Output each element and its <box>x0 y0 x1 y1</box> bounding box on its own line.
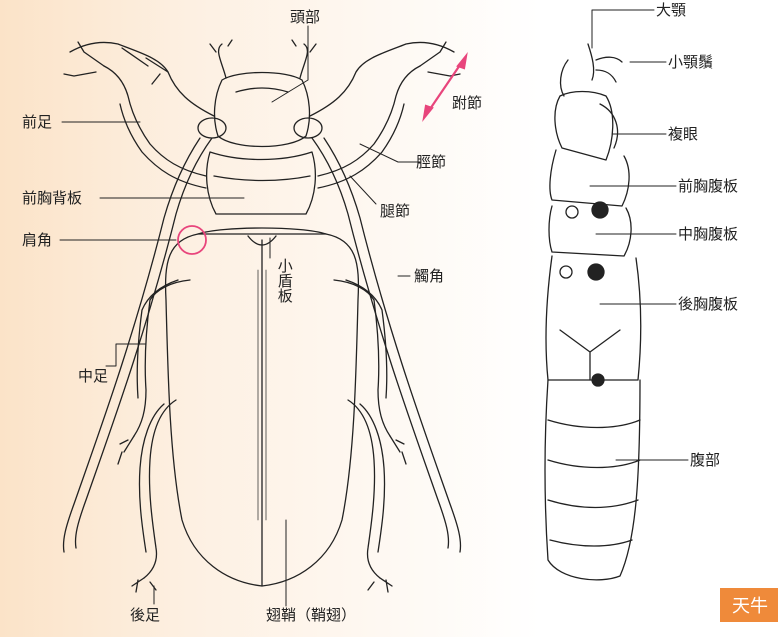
label-tibia: 脛節 <box>416 155 446 170</box>
label-mesosternum: 中胸腹板 <box>678 227 738 242</box>
label-metasternum: 後胸腹板 <box>678 297 738 312</box>
label-hindleg: 後足 <box>130 608 160 623</box>
title-badge: 天牛 <box>720 588 778 622</box>
label-abdomen: 腹部 <box>690 453 720 468</box>
label-head: 頭部 <box>290 10 320 25</box>
label-mandible: 大顎 <box>656 3 686 18</box>
dorsal-leader-lines <box>60 26 420 606</box>
label-shoulder-angle: 肩角 <box>22 233 52 248</box>
label-femur: 腿節 <box>380 204 410 219</box>
label-midleg: 中足 <box>78 369 108 384</box>
label-scutellum: 小盾板 <box>276 258 292 303</box>
dorsal-beetle <box>63 40 460 592</box>
label-antenna: 觸角 <box>414 269 444 284</box>
label-tarsus: 跗節 <box>452 96 482 111</box>
ventral-leader-lines <box>590 10 688 460</box>
label-prosternum: 前胸腹板 <box>678 179 738 194</box>
label-foreleg: 前足 <box>22 115 52 130</box>
ventral-beetle <box>545 44 641 580</box>
label-maxillary-palp: 小顎鬚 <box>668 55 713 70</box>
label-compound-eye: 複眼 <box>668 127 698 142</box>
label-pronotum: 前胸背板 <box>22 191 82 206</box>
label-elytra: 翅鞘（鞘翅） <box>266 608 356 623</box>
